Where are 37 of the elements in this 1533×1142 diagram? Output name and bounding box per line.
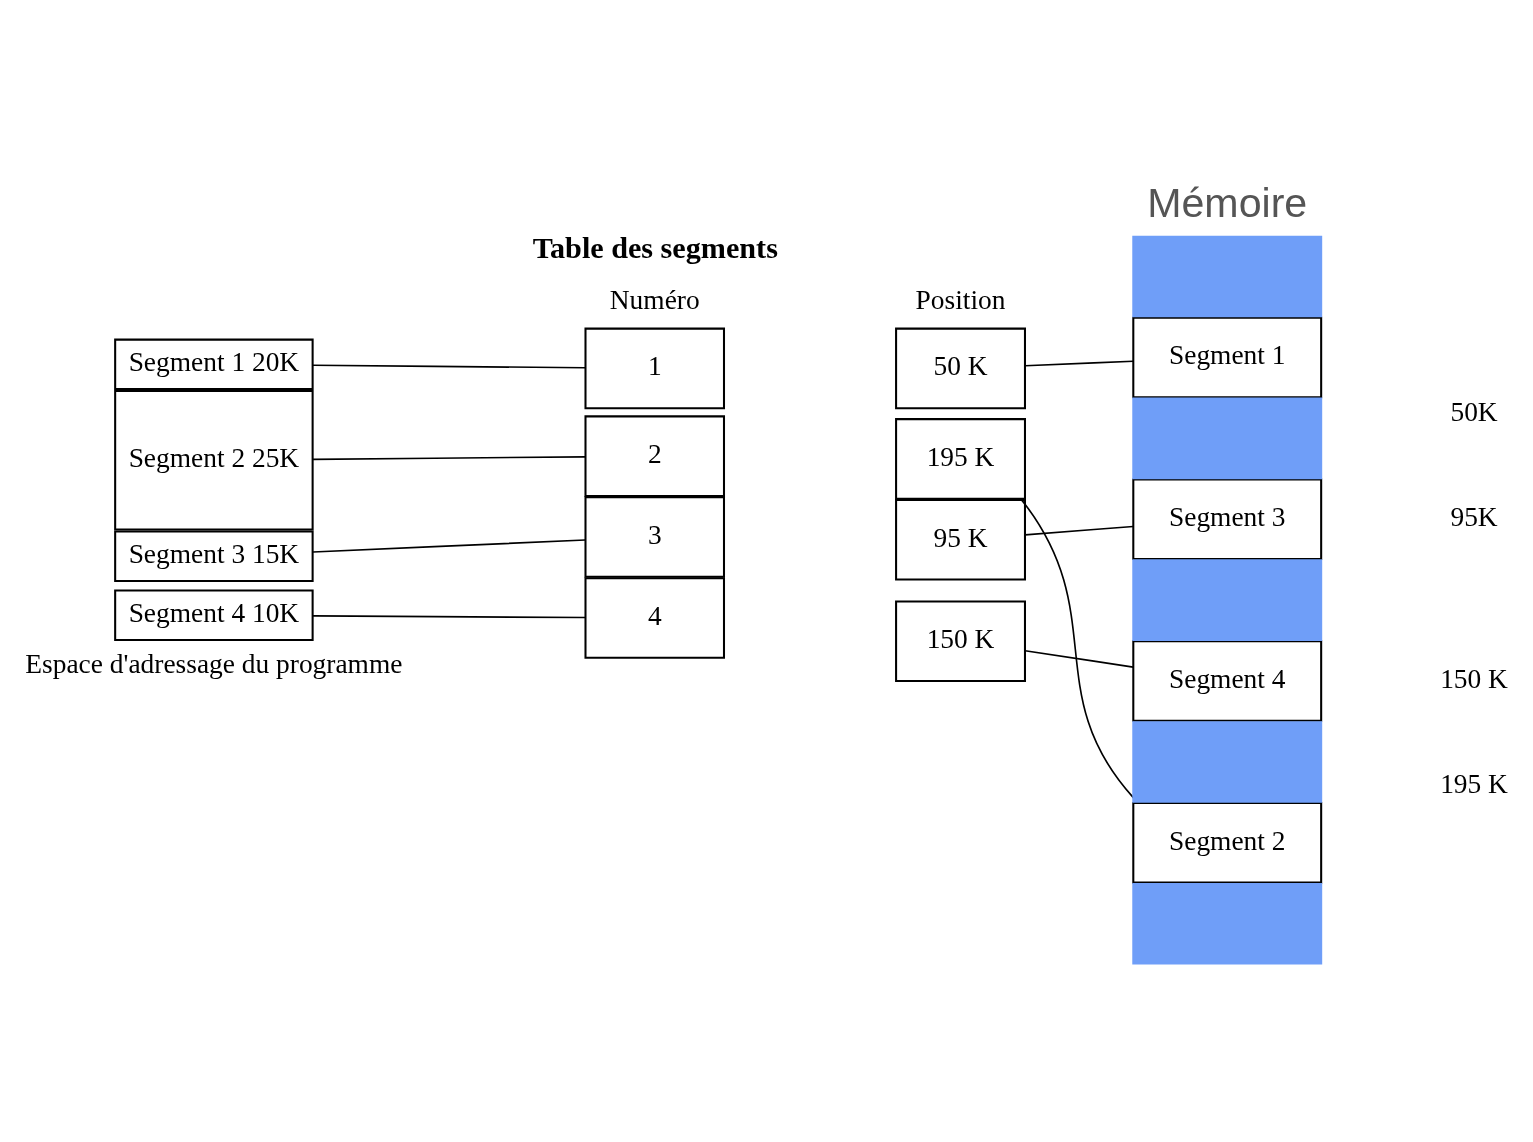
node-box: Segment 1 [1132, 316, 1323, 399]
connector [1024, 525, 1134, 536]
node-box: Segment 3 [1132, 478, 1323, 561]
node-box: 2 [584, 415, 725, 497]
label: 195 K [1440, 769, 1508, 800]
node-box: Segment 3 15K [114, 530, 314, 582]
node-box: 4 [584, 577, 725, 659]
node-box: 1 [584, 327, 725, 410]
node-box: 195 K [895, 418, 1026, 500]
connector [1024, 360, 1134, 367]
node-box: Segment 1 20K [114, 338, 314, 390]
node-box [1132, 397, 1323, 480]
node-box [1132, 559, 1323, 641]
node-box [1132, 721, 1323, 803]
label: 95K [1450, 502, 1498, 533]
connector [1024, 650, 1134, 668]
node-box: Segment 4 10K [114, 589, 314, 641]
node-box: Segment 2 [1132, 802, 1323, 884]
node-box: Segment 4 [1132, 640, 1323, 722]
label: Position [915, 285, 1006, 316]
label: Espace d'adressage du programme [25, 648, 403, 679]
node-box [1132, 882, 1323, 965]
connector [312, 615, 586, 619]
connector [312, 364, 586, 369]
node-box [1132, 235, 1323, 318]
node-box: 50 K [895, 327, 1026, 410]
node-box: 95 K [895, 499, 1026, 581]
connector [312, 455, 586, 461]
node-box: 3 [584, 496, 725, 578]
node-box: 150 K [895, 600, 1026, 683]
connector [312, 539, 586, 553]
node-box: Segment 2 25K [114, 390, 314, 531]
label: 50K [1450, 396, 1498, 427]
label: Table des segments [532, 231, 778, 266]
label: Mémoire [1147, 179, 1308, 226]
label: 150 K [1440, 663, 1508, 694]
label: Numéro [609, 285, 700, 316]
